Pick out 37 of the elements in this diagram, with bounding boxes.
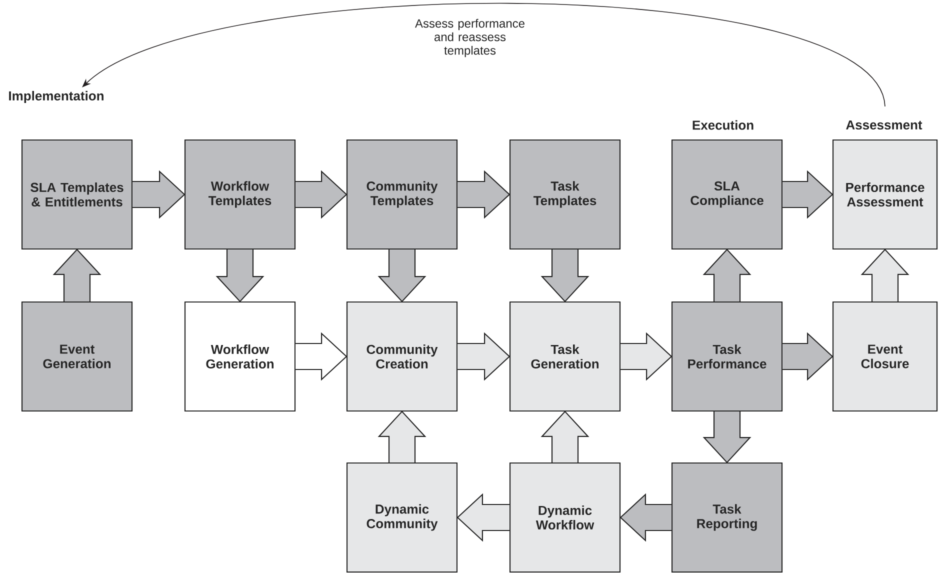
- process-box: Workflow Generation: [184, 301, 296, 412]
- block-arrow: [295, 332, 348, 381]
- block-arrow: [132, 170, 186, 219]
- block-arrow: [52, 248, 102, 302]
- column-heading: Implementation: [9, 90, 104, 104]
- process-box: SLA Compliance: [671, 139, 783, 250]
- block-arrow: [456, 493, 510, 542]
- process-box: Community Templates: [346, 139, 458, 250]
- block-arrow: [216, 249, 264, 302]
- process-box: Event Generation: [21, 301, 133, 412]
- block-arrow: [782, 170, 834, 219]
- block-arrow: [295, 170, 348, 219]
- block-arrow: [620, 493, 672, 542]
- block-arrow: [860, 248, 910, 302]
- process-box: Task Templates: [509, 139, 621, 250]
- block-arrow: [457, 170, 510, 219]
- block-arrow: [457, 332, 510, 381]
- block-arrow: [620, 332, 672, 381]
- process-box: Performance Assessment: [832, 139, 938, 250]
- process-box: Task Performance: [671, 301, 783, 412]
- process-box: Dynamic Workflow: [509, 462, 621, 573]
- process-box: Task Reporting: [671, 462, 783, 573]
- block-arrow: [702, 411, 752, 464]
- block-arrow: [540, 410, 590, 463]
- block-arrow: [702, 248, 752, 302]
- curved-arrow: [82, 3, 886, 107]
- process-box: Event Closure: [832, 301, 938, 412]
- process-box: Dynamic Community: [346, 462, 458, 573]
- process-box: Workflow Templates: [184, 139, 296, 250]
- block-arrow: [782, 332, 834, 381]
- process-box: SLA Templates & Entitlements: [21, 139, 133, 250]
- block-arrow: [378, 249, 426, 302]
- process-box: Task Generation: [509, 301, 621, 412]
- process-box: Community Creation: [346, 301, 458, 412]
- edge-label: Assess performance and reassess templates: [413, 18, 527, 58]
- block-arrow: [378, 410, 426, 463]
- block-arrow: [540, 249, 590, 302]
